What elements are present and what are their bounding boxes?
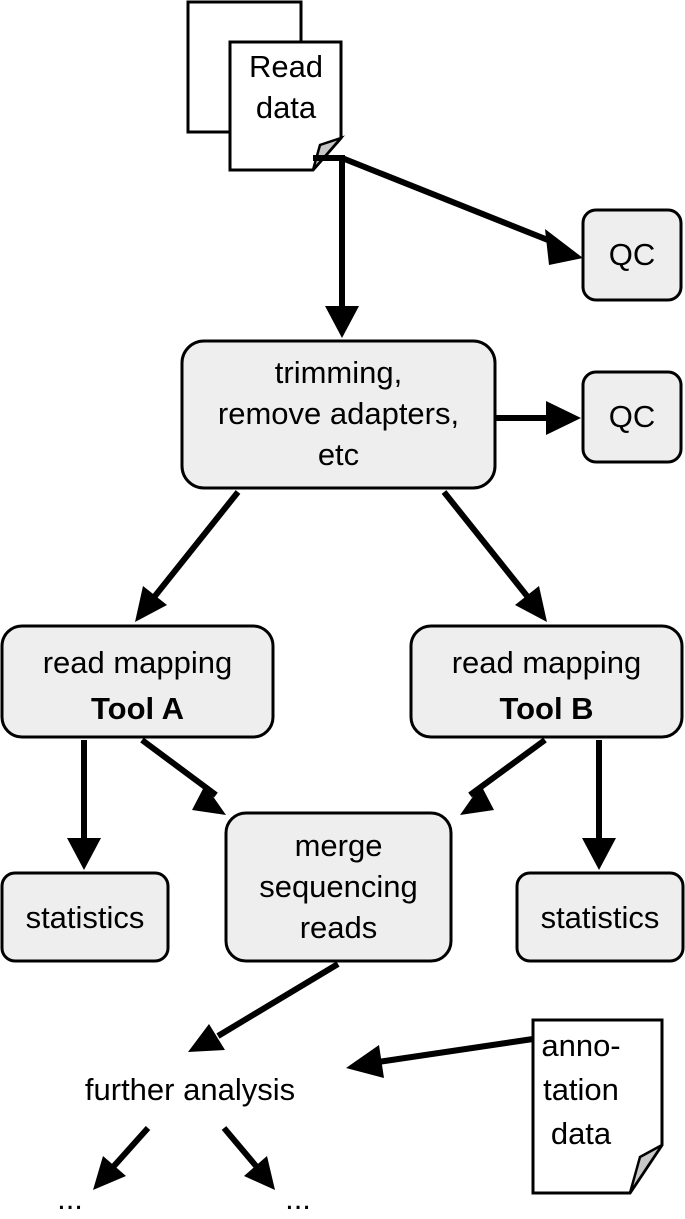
qc-mid-box: [581, 370, 683, 464]
stats-left-box: [0, 871, 170, 963]
stats-right-label: statistics: [540, 900, 660, 935]
qc-top-label: QC: [608, 237, 656, 272]
qc-top-box: [581, 208, 683, 302]
read-data-document-icon: [186, 0, 345, 172]
annotation-data-label: anno- tation data: [541, 1028, 621, 1151]
arrowhead: [515, 586, 547, 622]
arrow-read-to-qc: [340, 155, 560, 247]
arrow-further-to-right: [221, 1126, 259, 1168]
further-analysis-label: further analysis: [84, 1072, 296, 1107]
mapping-a-label: read mapping Tool A: [42, 645, 233, 726]
arrow-further-to-left: [111, 1125, 151, 1169]
read-data-label: Read data: [248, 49, 324, 125]
mapping-a-box: [0, 624, 275, 739]
arrow-trim-to-map-a: [152, 490, 241, 598]
ellipsis-right-label: ...: [285, 1181, 311, 1216]
arrow-map-b-to-merge: [468, 737, 547, 798]
mapping-b-label: read mapping Tool B: [451, 645, 642, 726]
arrowhead: [460, 785, 494, 815]
arrowhead: [188, 1024, 225, 1052]
arrowhead: [244, 1156, 275, 1190]
arrowhead: [93, 1156, 126, 1190]
qc-mid-label: QC: [608, 399, 656, 434]
arrow-annotation-to-further: [377, 1036, 534, 1065]
arrowhead: [346, 1045, 384, 1078]
arrowhead: [325, 306, 359, 338]
trimming-label: trimming, remove adapters, etc: [217, 355, 460, 472]
arrowhead: [135, 586, 167, 622]
merge-label: merge sequencing reads: [259, 828, 418, 945]
merge-box: [224, 811, 453, 963]
arrow-merge-to-further: [216, 961, 340, 1039]
arrowhead: [192, 785, 226, 815]
arrowhead: [546, 401, 581, 435]
stats-right-box: [515, 871, 685, 963]
arrowhead: [582, 838, 616, 870]
arrowhead: [545, 229, 583, 265]
arrow-read-to-trim: [313, 155, 345, 312]
arrowhead: [67, 838, 101, 870]
mapping-b-box: [409, 624, 684, 739]
page-fold-icon: [628, 1143, 664, 1194]
annotation-document-icon: [531, 1018, 664, 1195]
arrow-map-a-to-merge: [140, 737, 218, 798]
stats-left-label: statistics: [25, 900, 145, 935]
ellipsis-left-label: ...: [57, 1181, 83, 1216]
trimming-box: [180, 339, 497, 490]
arrow-trim-to-map-b: [441, 490, 530, 598]
